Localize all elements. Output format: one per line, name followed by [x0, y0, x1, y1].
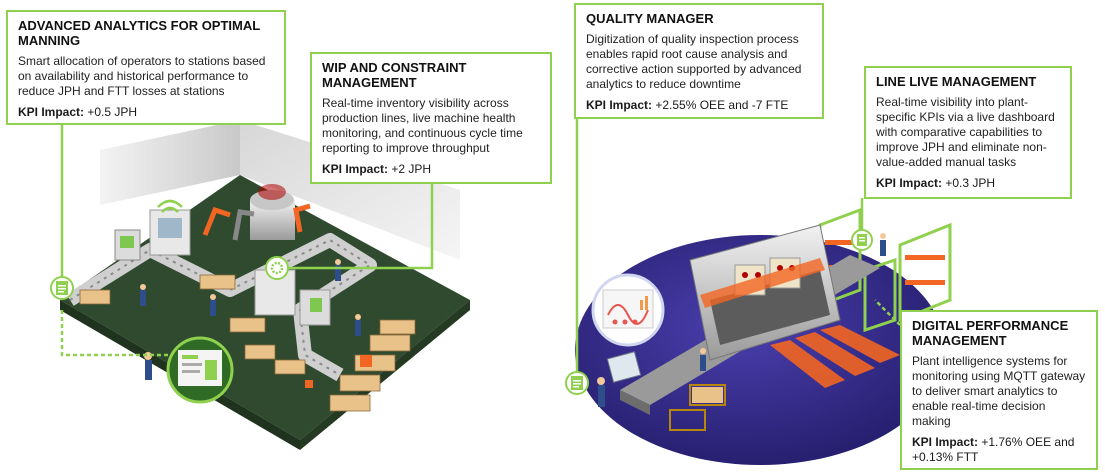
kpi-line: KPI Impact: +0.3 JPH: [876, 176, 1060, 191]
card-body: Real-time visibility into plant-specific…: [876, 95, 1055, 169]
kpi-label: KPI Impact:: [18, 105, 85, 119]
card-advanced-analytics: ADVANCED ANALYTICS FOR OPTIMAL MANNING S…: [6, 10, 286, 125]
card-title: WIP AND CONSTRAINT MANAGEMENT: [322, 60, 467, 90]
kpi-line: KPI Impact: +2.55% OEE and -7 FTE: [586, 98, 812, 113]
wifi-icon: [157, 199, 183, 213]
clipboard-icon: [565, 371, 589, 395]
kpi-value: +1.76% OEE and +0.13% FTT: [912, 435, 1075, 464]
card-title: LINE LIVE MANAGEMENT: [876, 74, 1037, 89]
kpi-label: KPI Impact:: [912, 435, 979, 449]
card-quality-manager: QUALITY MANAGER Digitization of quality …: [574, 3, 824, 119]
kpi-value: +2.55% OEE and -7 FTE: [655, 98, 789, 112]
kpi-line: KPI Impact: +0.5 JPH: [18, 105, 274, 120]
kpi-value: +2 JPH: [391, 162, 432, 176]
wifi-gear-icon: [265, 256, 289, 280]
kpi-value: +0.3 JPH: [945, 176, 996, 190]
kpi-value: +0.5 JPH: [87, 105, 138, 119]
kpi-label: KPI Impact:: [322, 162, 389, 176]
card-line-live-management: LINE LIVE MANAGEMENT Real-time visibilit…: [864, 66, 1072, 199]
card-wip-constraint: WIP AND CONSTRAINT MANAGEMENT Real-time …: [310, 52, 552, 184]
left-factory: [60, 120, 470, 450]
kpi-line: KPI Impact: +2 JPH: [322, 162, 540, 177]
card-body: Plant intelligence systems for monitorin…: [912, 354, 1086, 428]
kpi-label: KPI Impact:: [586, 98, 653, 112]
card-digital-performance: DIGITAL PERFORMANCE MANAGEMENT Plant int…: [900, 310, 1098, 470]
card-body: Smart allocation of operators to station…: [18, 54, 266, 98]
right-factory: [575, 207, 952, 465]
kpi-label: KPI Impact:: [876, 176, 943, 190]
clipboard-icon: [50, 276, 74, 300]
card-title: DIGITAL PERFORMANCE MANAGEMENT: [912, 318, 1069, 348]
card-body: Real-time inventory visibility across pr…: [322, 96, 523, 155]
clipboard-icon: [851, 229, 873, 251]
card-title: ADVANCED ANALYTICS FOR OPTIMAL MANNING: [18, 18, 260, 48]
card-body: Digitization of quality inspection proce…: [586, 32, 802, 91]
kpi-line: KPI Impact: +1.76% OEE and +0.13% FTT: [912, 435, 1086, 465]
card-title: QUALITY MANAGER: [586, 11, 714, 26]
